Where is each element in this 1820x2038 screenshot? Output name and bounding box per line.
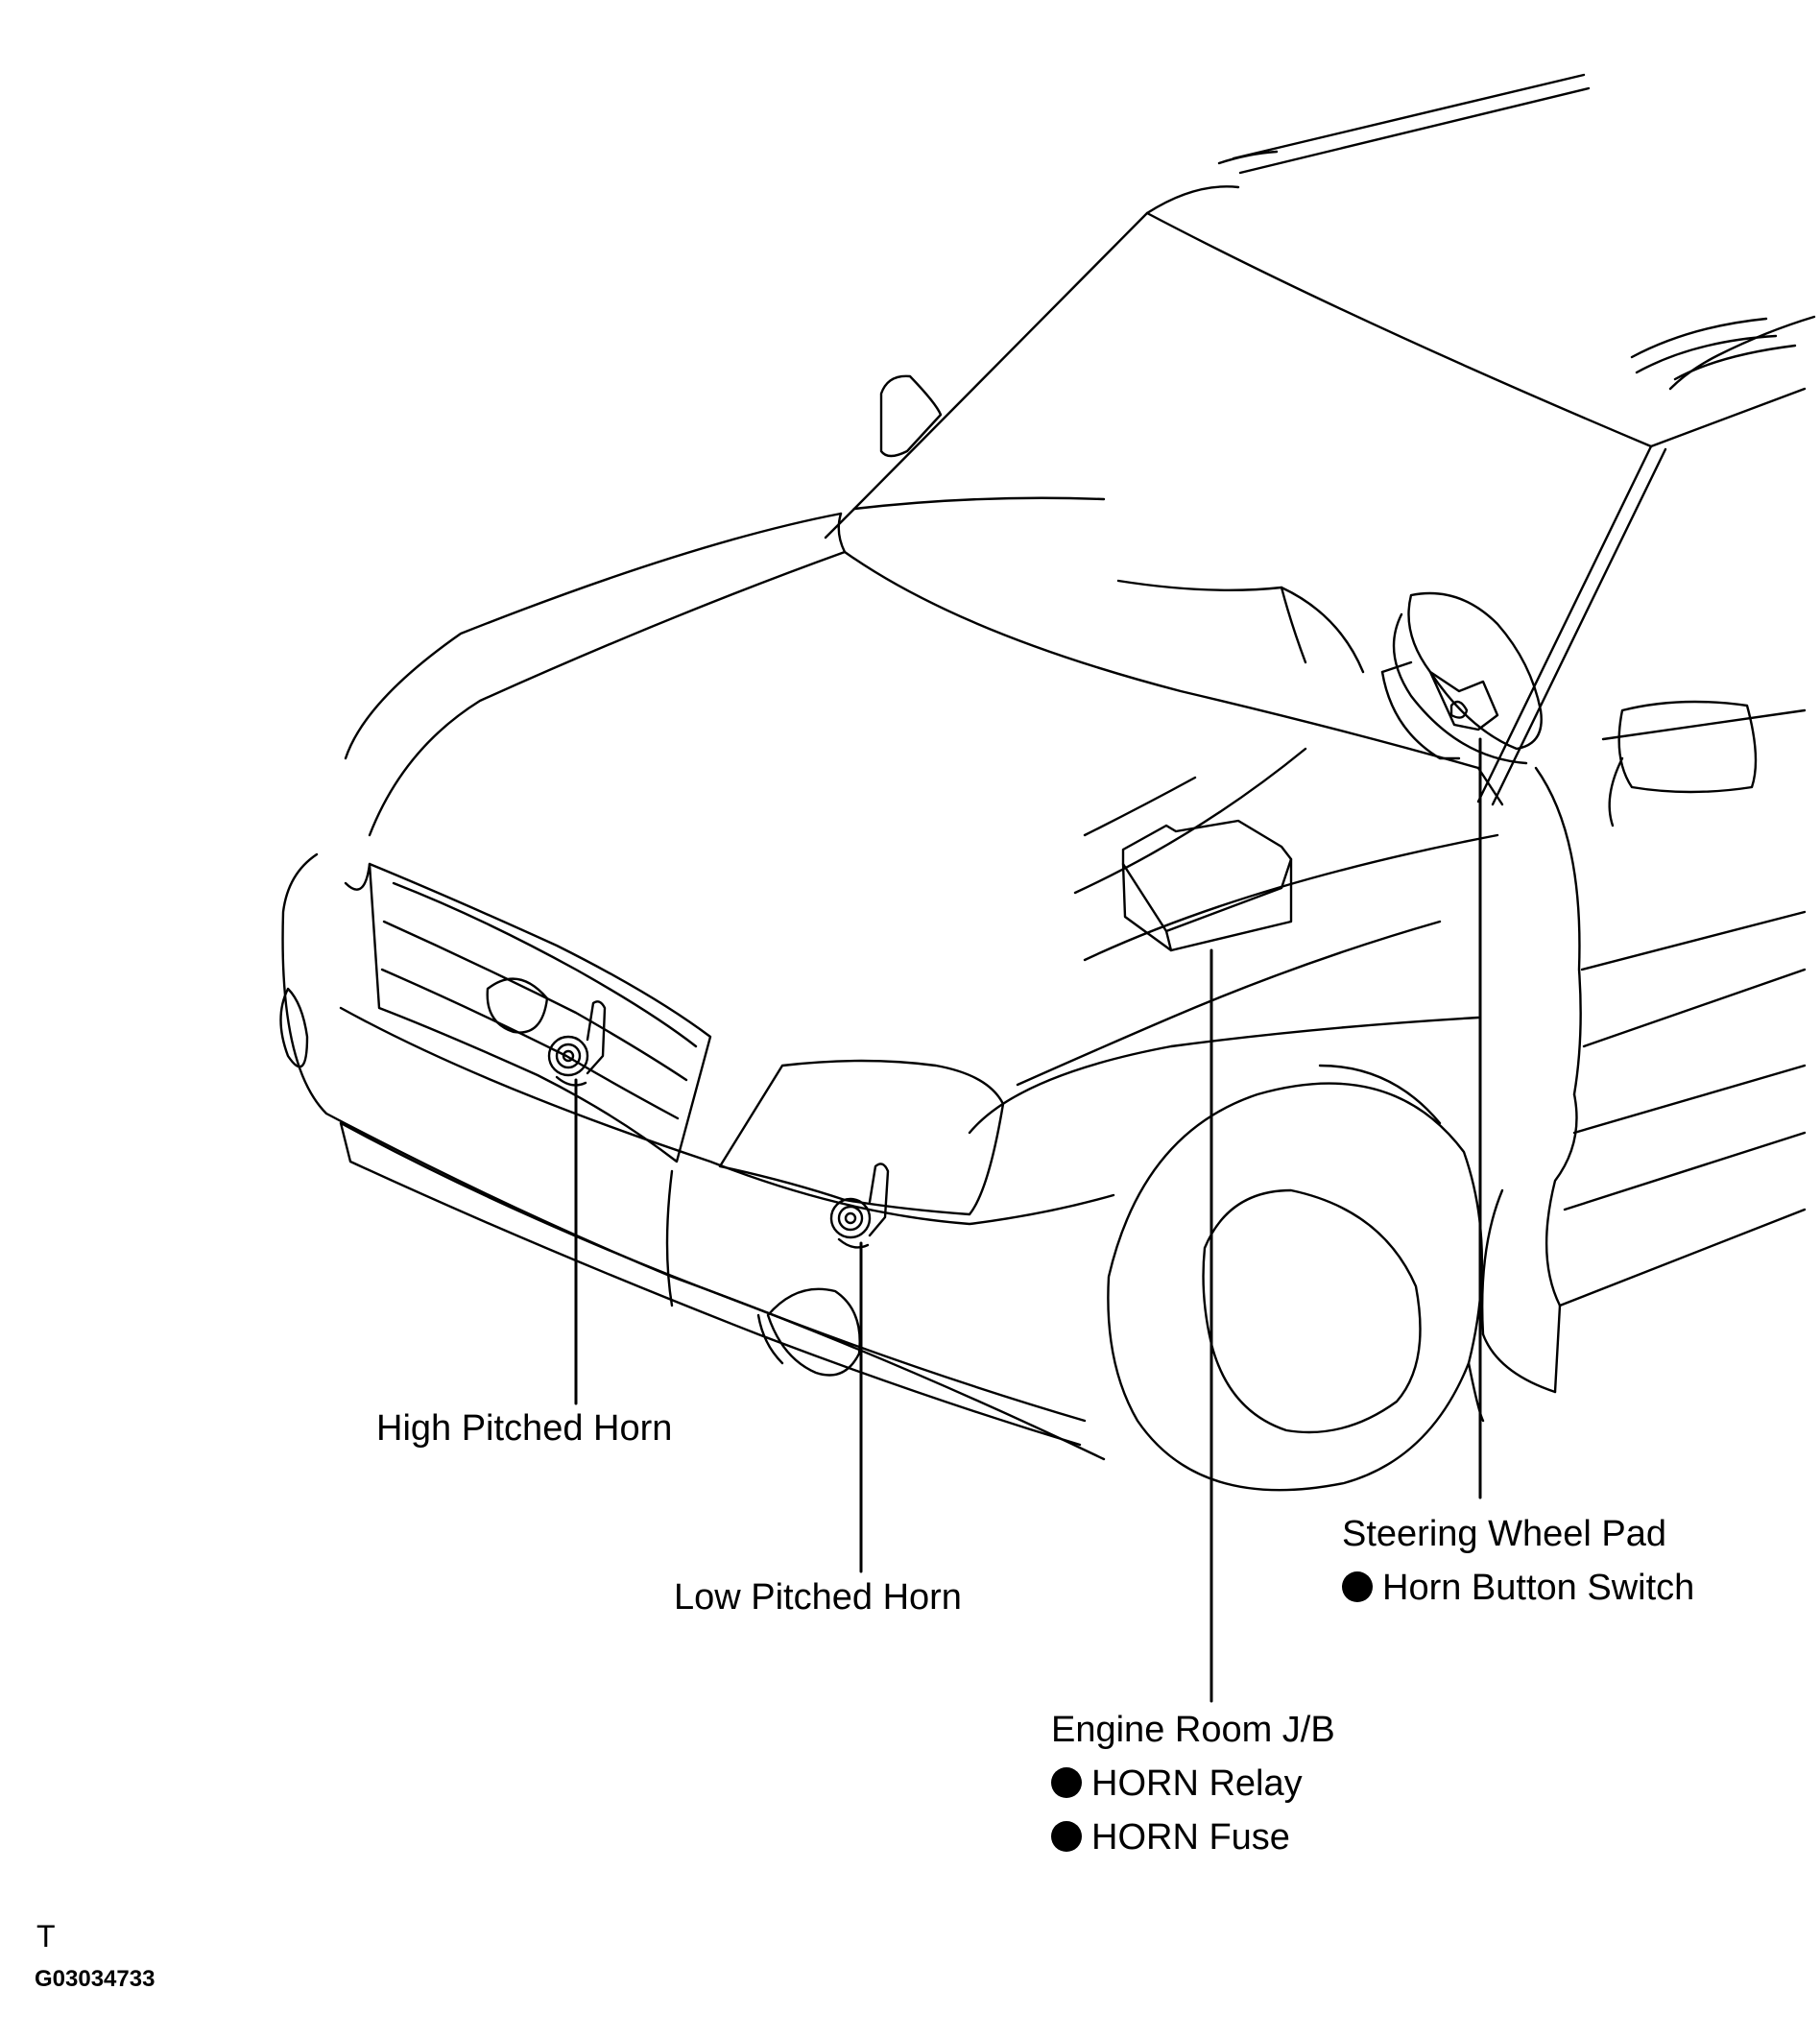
horn-fuse-item: HORN Fuse xyxy=(1051,1810,1335,1864)
headlight xyxy=(718,1059,1005,1216)
bumper xyxy=(279,852,1115,1461)
steering-wheel xyxy=(1380,591,1543,765)
steering-wheel-pad-title: Steering Wheel Pad xyxy=(1342,1514,1666,1554)
engine-room-jb-box xyxy=(1121,819,1293,952)
steering-wheel-pad-label: Steering Wheel Pad Horn Button Switch xyxy=(1342,1507,1694,1615)
figure-code: G03034733 xyxy=(35,1966,156,1992)
footer-mark: T xyxy=(36,1919,56,1954)
bullet-icon xyxy=(1051,1767,1082,1798)
engine-room-jb-title: Engine Room J/B xyxy=(1051,1710,1335,1750)
high-pitched-horn-label: High Pitched Horn xyxy=(376,1408,673,1449)
fog-lamp xyxy=(756,1287,861,1377)
hood xyxy=(344,512,1504,895)
front-tire xyxy=(1107,1064,1485,1492)
roof-rails xyxy=(1217,73,1797,381)
horn-button-switch-item: Horn Button Switch xyxy=(1342,1561,1694,1615)
low-pitched-horn-icon xyxy=(829,1163,890,1249)
fender-and-side xyxy=(968,708,1807,1394)
high-pitched-horn-icon xyxy=(547,1000,607,1087)
low-pitched-horn-label: Low Pitched Horn xyxy=(674,1577,962,1618)
grille xyxy=(344,862,712,1163)
left-mirror xyxy=(879,374,943,458)
roof-and-windshield xyxy=(824,185,1816,806)
leader-lines xyxy=(574,737,1482,1703)
horn-relay-item: HORN Relay xyxy=(1051,1757,1335,1810)
bullet-icon xyxy=(1342,1571,1373,1602)
engine-room-jb-label: Engine Room J/B HORN Relay HORN Fuse xyxy=(1051,1703,1335,1864)
bullet-icon xyxy=(1051,1821,1082,1852)
right-side-mirror xyxy=(1617,700,1758,794)
